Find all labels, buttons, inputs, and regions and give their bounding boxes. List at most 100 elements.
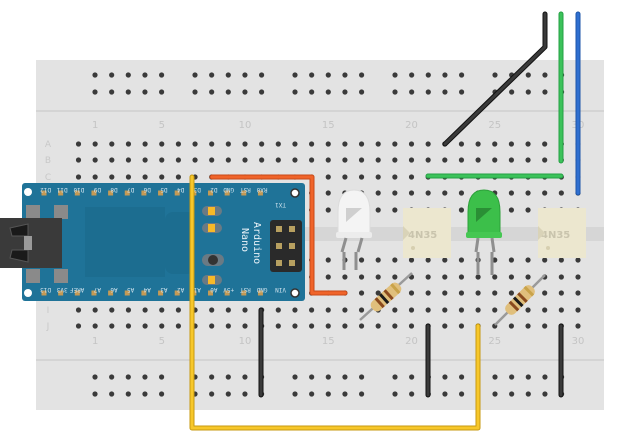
breadboard-hole	[425, 141, 431, 147]
rail-hole	[509, 391, 515, 397]
breadboard-hole	[542, 323, 548, 329]
breadboard-hole	[142, 174, 148, 180]
arduino-pin-label: A5	[127, 286, 135, 293]
rail-hole	[292, 391, 298, 397]
rail-hole	[292, 374, 298, 380]
breadboard-hole	[525, 323, 531, 329]
breadboard-hole	[192, 157, 198, 163]
rail-hole	[309, 391, 315, 397]
breadboard-hole	[142, 157, 148, 163]
breadboard-hole	[109, 157, 115, 163]
rail-hole	[409, 72, 415, 78]
rail-hole	[442, 374, 448, 380]
breadboard-hole	[575, 307, 581, 313]
breadboard-hole	[392, 274, 398, 280]
arduino-pin	[124, 190, 130, 196]
arduino-pin-label: A7	[93, 286, 101, 293]
breadboard-hole	[309, 307, 315, 313]
breadboard-hole	[375, 174, 381, 180]
breadboard-hole	[259, 157, 265, 163]
rail-hole	[459, 391, 465, 397]
breadboard-hole	[575, 274, 581, 280]
rail-hole	[392, 374, 398, 380]
optocoupler-1-label: 4N35	[408, 230, 437, 241]
rail-hole	[92, 72, 98, 78]
row-label: A	[45, 140, 52, 150]
breadboard-hole	[175, 141, 181, 147]
arduino-pin	[241, 290, 247, 296]
breadboard-hole	[109, 141, 115, 147]
rail-hole	[159, 72, 165, 78]
rail-hole	[342, 374, 348, 380]
breadboard-hole	[575, 290, 581, 296]
breadboard-hole	[375, 141, 381, 147]
column-number: 20	[405, 336, 418, 347]
breadboard-hole	[75, 174, 82, 180]
breadboard-hole	[442, 190, 448, 196]
mount-hole-bl	[24, 289, 32, 297]
rail-hole	[225, 72, 231, 78]
breadboard-hole	[225, 323, 231, 329]
breadboard-hole	[342, 323, 348, 329]
rail-hole	[342, 72, 348, 78]
breadboard-hole	[292, 307, 298, 313]
breadboard-hole	[309, 157, 315, 163]
breadboard-hole	[425, 257, 431, 263]
breadboard-hole	[342, 157, 348, 163]
column-number: 30	[572, 336, 585, 347]
breadboard-hole	[92, 157, 98, 163]
row-label: B	[45, 156, 51, 166]
rail-hole	[525, 72, 531, 78]
usb-pad-br	[54, 269, 68, 283]
breadboard-hole	[392, 257, 398, 263]
breadboard-hole	[458, 190, 465, 196]
arduino-vin-label: VIN	[275, 286, 286, 293]
breadboard-hole	[358, 290, 365, 296]
breadboard-hole	[342, 141, 348, 147]
arduino-pin	[91, 190, 97, 196]
usb-pad-bl	[26, 269, 40, 283]
breadboard-hole	[159, 157, 165, 163]
breadboard-hole	[358, 307, 365, 313]
breadboard-hole	[475, 157, 481, 163]
breadboard-hole	[358, 174, 365, 180]
wire-black-diagonal-core	[443, 12, 547, 146]
breadboard-hole	[342, 174, 348, 180]
rail-hole	[142, 374, 148, 380]
arduino-pin-label: D10	[73, 186, 84, 193]
breadboard-hole	[525, 157, 531, 163]
breadboard-hole	[292, 141, 298, 147]
breadboard-hole	[375, 190, 381, 196]
rail-hole	[92, 391, 98, 397]
rail-hole	[192, 72, 198, 78]
rail-hole	[292, 72, 298, 78]
rail-hole	[209, 89, 215, 95]
breadboard-hole	[408, 174, 415, 180]
breadboard-hole	[242, 307, 248, 313]
column-number: 1	[92, 336, 98, 347]
breadboard-hole	[109, 307, 115, 313]
smd-led-1-core	[208, 207, 215, 215]
breadboard-hole	[408, 190, 415, 196]
breadboard-hole	[325, 174, 331, 180]
arduino-pin-label: GND	[223, 186, 234, 193]
arduino-pin	[58, 290, 64, 296]
column-number: 20	[405, 120, 418, 131]
breadboard-hole	[508, 207, 514, 213]
breadboard-hole	[325, 190, 331, 196]
arduino-pin	[208, 290, 213, 296]
breadboard-hole	[358, 141, 365, 147]
breadboard-hole	[175, 174, 181, 180]
rail-hole	[242, 89, 248, 95]
breadboard-hole	[275, 141, 281, 147]
arduino-pin	[91, 290, 97, 296]
breadboard-hole	[92, 141, 98, 147]
breadboard-hole	[558, 290, 564, 296]
breadboard-hole	[408, 323, 415, 329]
breadboard-hole	[575, 257, 581, 263]
arduino-pin	[74, 290, 80, 296]
breadboard-hole	[475, 307, 481, 313]
breadboard-hole	[492, 157, 498, 163]
breadboard-hole	[458, 274, 465, 280]
breadboard-hole	[508, 141, 514, 147]
